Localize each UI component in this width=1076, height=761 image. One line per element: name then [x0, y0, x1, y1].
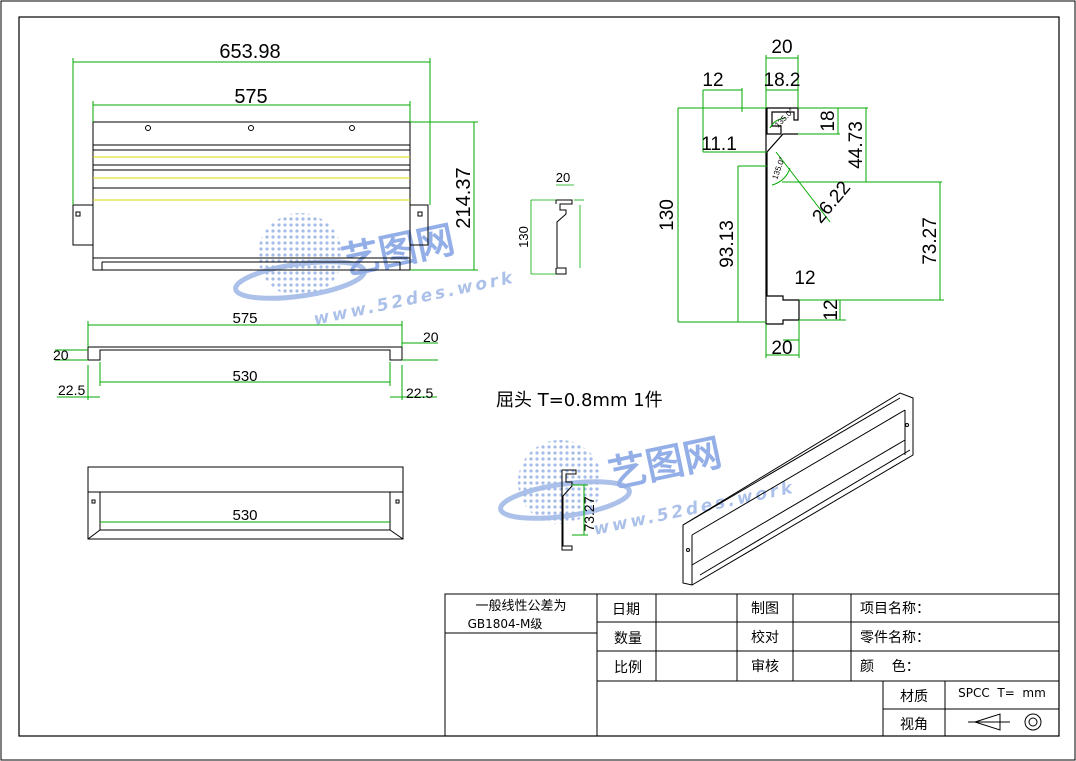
- dim-profile-93-13: 93.13: [717, 220, 738, 268]
- iso-detail-profile: [561, 469, 577, 551]
- small-profile-dimensions: [530, 184, 584, 275]
- part-note: 屈头 T=0.8mm 1件: [496, 390, 663, 411]
- title-block: [444, 593, 1060, 737]
- drawing-label: 制图: [751, 601, 779, 617]
- dim-profile-top-inner: 18.2: [764, 70, 801, 91]
- color-label: 颜 色：: [860, 658, 920, 675]
- part-label: 零件名称：: [860, 630, 930, 646]
- dim-top-overall: 653.98: [219, 41, 280, 63]
- dim-front-width: 575: [232, 310, 257, 327]
- iso-detail-dim: [572, 484, 588, 536]
- main-profile-view: [765, 107, 800, 325]
- dim-front-offset-left: 22.5: [58, 382, 85, 398]
- dim-small-height: 130: [516, 226, 531, 248]
- material-value: SPCC T= mm: [958, 686, 1046, 700]
- dim-iso-73-27: 73.27: [581, 496, 597, 531]
- check-label: 校对: [751, 629, 779, 646]
- small-profile-view: [555, 199, 573, 275]
- front-view-dimensions: [55, 321, 438, 400]
- dim-profile-11-1: 11.1: [701, 134, 737, 155]
- top-view: [72, 121, 429, 271]
- material-label: 材质: [900, 689, 928, 705]
- dim-front-inner: 530: [232, 368, 257, 385]
- dim-bottom-inner: 530: [232, 507, 257, 524]
- quantity-label: 数量: [614, 631, 642, 647]
- dim-profile-bottom-12h: 12: [794, 268, 815, 289]
- dim-front-flange-left: 20: [53, 347, 69, 363]
- isometric-view: [682, 392, 914, 586]
- dim-profile-73-27: 73.27: [920, 217, 941, 265]
- dim-front-flange-right: 20: [423, 329, 439, 345]
- project-label: 项目名称：: [860, 601, 930, 617]
- top-view-hidden-lines: [93, 156, 410, 201]
- dim-profile-top-width: 20: [771, 37, 792, 58]
- dim-top-inner: 575: [234, 86, 267, 108]
- front-view: [87, 346, 403, 361]
- top-view-dimensions: [72, 58, 478, 271]
- bottom-view: [87, 466, 404, 540]
- dim-profile-bottom-width: 20: [771, 338, 792, 359]
- dim-profile-44-73: 44.73: [846, 121, 867, 169]
- review-label: 审核: [751, 659, 779, 675]
- dim-profile-left-12: 12: [702, 70, 723, 91]
- dim-front-offset-right: 22.5: [406, 385, 433, 401]
- dim-profile-total: 130: [657, 199, 678, 231]
- scale-label: 比例: [614, 660, 642, 676]
- projection-symbol-icon: [968, 713, 1042, 731]
- dim-profile-bottom-12v: 12: [821, 299, 842, 320]
- view-label: 视角: [900, 717, 928, 733]
- date-label: 日期: [612, 602, 640, 618]
- main-profile-dimensions: [677, 55, 944, 358]
- tolerance-line-1: 一般线性公差为: [475, 598, 566, 614]
- dim-profile-18: 18: [818, 110, 839, 131]
- tolerance-line-2: GB1804-M级: [468, 617, 543, 631]
- dim-top-height: 214.37: [453, 167, 475, 228]
- dim-small-width: 20: [556, 170, 570, 185]
